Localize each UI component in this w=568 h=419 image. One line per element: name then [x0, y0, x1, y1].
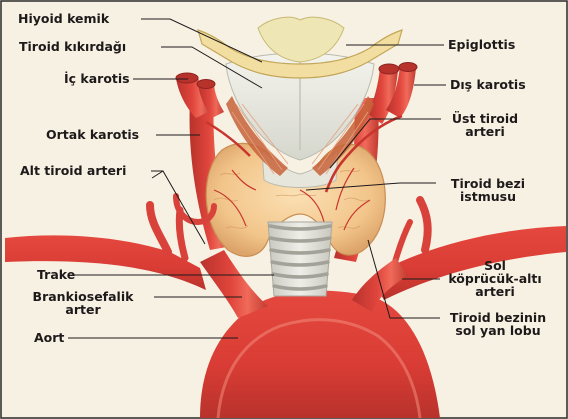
label-ust-tiroid: Üst tiroid arteri	[442, 112, 528, 138]
label-tiroid-kikirdak: Tiroid kıkırdağı	[19, 40, 126, 53]
label-hiyoid: Hiyoid kemik	[18, 12, 109, 25]
trachea	[268, 222, 332, 296]
label-brankiosefalik: Brankiosefalik arter	[12, 290, 154, 316]
label-trake: Trake	[37, 268, 75, 281]
label-epiglottis: Epiglottis	[448, 38, 515, 51]
label-istmus: Tiroid bezi istmusu	[438, 177, 538, 203]
label-aort: Aort	[34, 331, 64, 344]
label-ic-karotis: İç karotis	[64, 72, 130, 85]
label-sol-subklavian: Sol köprücük-altı arteri	[440, 259, 550, 298]
label-alt-tiroid: Alt tiroid arteri	[20, 164, 126, 177]
label-sol-yan-lob: Tiroid bezinin sol yan lobu	[442, 311, 554, 337]
label-dis-karotis: Dış karotis	[450, 78, 526, 91]
label-ortak-karotis: Ortak karotis	[46, 128, 139, 141]
